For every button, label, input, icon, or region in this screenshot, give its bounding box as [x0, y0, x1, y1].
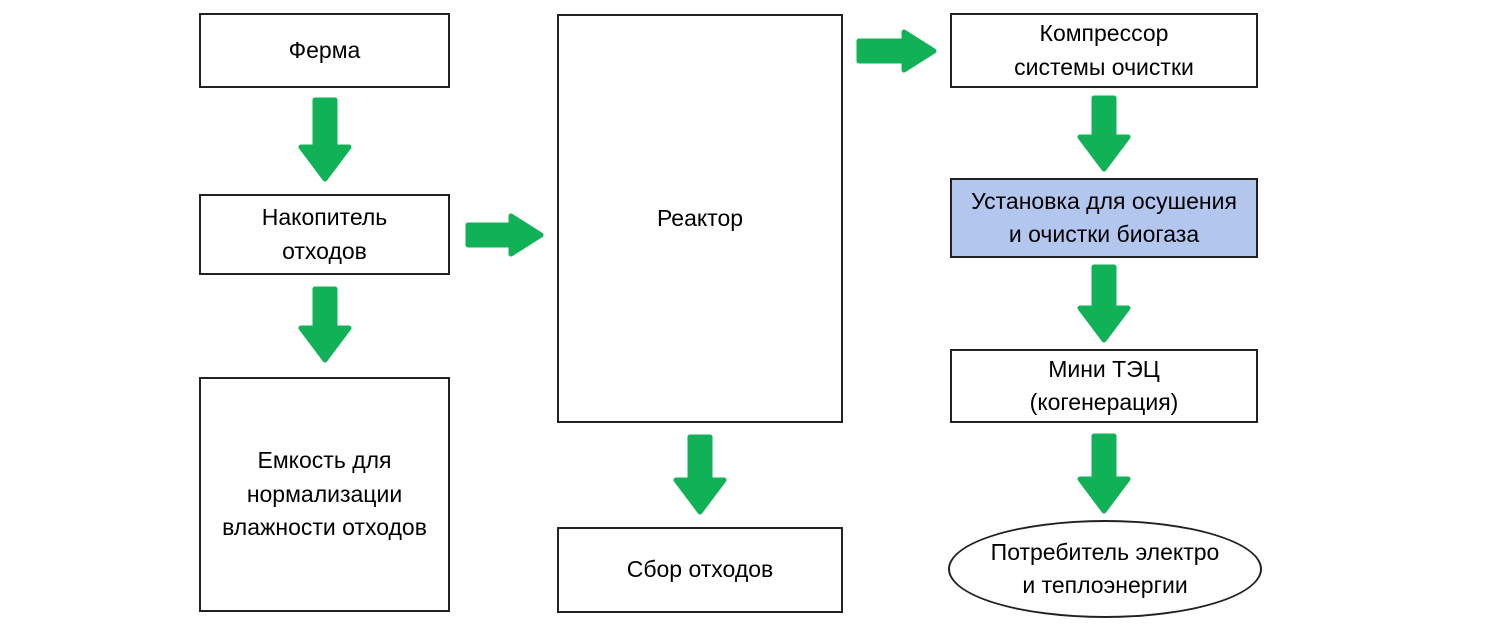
arrow-down-icon: [1076, 433, 1132, 515]
arrow-down-icon: [1076, 264, 1132, 344]
arrow-right-icon: [465, 212, 545, 258]
node-farm-label: Ферма: [288, 36, 361, 63]
node-moisture-tank: Емкость для нормализации влажности отход…: [199, 377, 450, 612]
node-compressor: Компрессор системы очистки: [950, 13, 1258, 88]
node-mini-chp: Мини ТЭЦ (когенерация): [950, 349, 1258, 423]
node-reactor: Реактор: [557, 14, 843, 423]
node-waste-collection: Сбор отходов: [557, 527, 843, 613]
node-waste-accumulator-label: Накопитель отходов: [261, 204, 388, 264]
arrow-down-icon: [297, 286, 353, 364]
node-energy-consumer: Потребитель электро и теплоэнергии: [948, 520, 1262, 618]
arrow-right-icon: [856, 28, 938, 74]
arrow-down-icon: [297, 97, 353, 183]
node-compressor-label: Компрессор системы очистки: [1014, 20, 1194, 80]
node-moisture-tank-label: Емкость для нормализации влажности отход…: [222, 447, 427, 541]
node-energy-consumer-label: Потребитель электро и теплоэнергии: [990, 538, 1220, 598]
arrow-down-icon: [1076, 95, 1132, 173]
node-biogas-drying-unit: Установка для осушения и очистки биогаза: [950, 178, 1258, 258]
node-waste-accumulator: Накопитель отходов: [199, 194, 450, 275]
node-biogas-drying-unit-label: Установка для осушения и очистки биогаза: [971, 187, 1237, 247]
arrow-down-icon: [672, 434, 728, 516]
node-waste-collection-label: Сбор отходов: [626, 556, 774, 583]
node-farm: Ферма: [199, 13, 450, 88]
node-reactor-label: Реактор: [656, 204, 744, 231]
node-mini-chp-label: Мини ТЭЦ (когенерация): [1029, 355, 1179, 415]
